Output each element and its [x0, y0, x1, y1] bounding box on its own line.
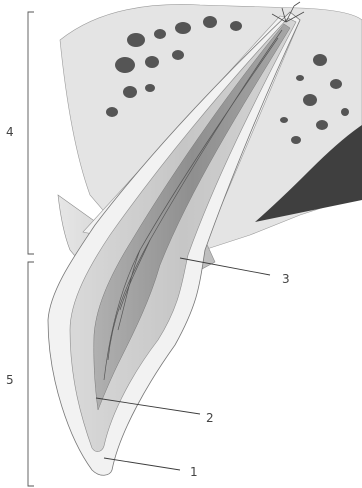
label-dentin: 2	[206, 411, 214, 425]
label-pulp: 3	[282, 272, 290, 286]
crown-region-bracket	[28, 262, 34, 486]
label-root-region: 4	[6, 125, 14, 139]
root-region-bracket	[28, 12, 34, 254]
label-crown-region: 5	[6, 373, 14, 387]
label-enamel: 1	[190, 465, 198, 479]
leader-line-enamel	[104, 458, 180, 470]
